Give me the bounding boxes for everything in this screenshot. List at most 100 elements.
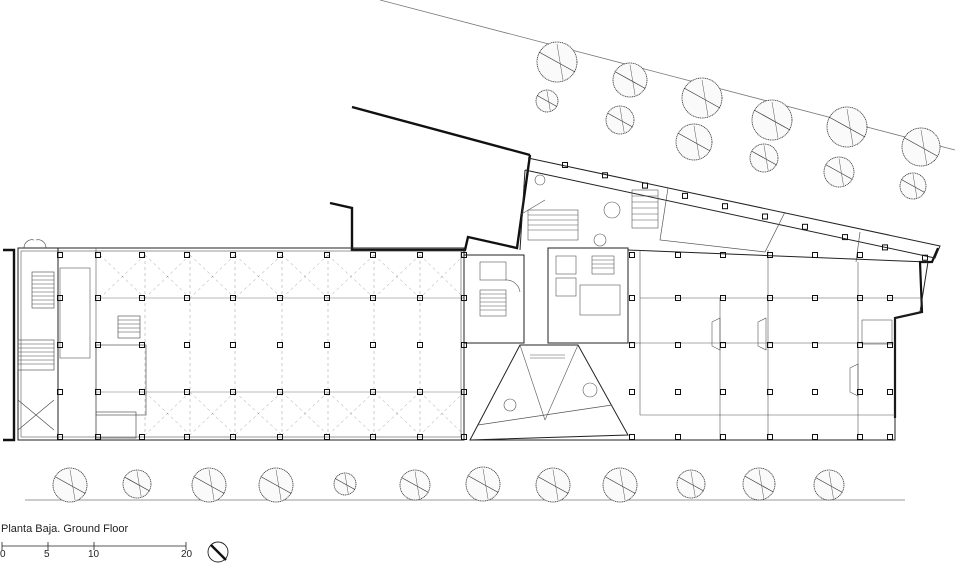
column-icon [139,434,145,440]
column-icon [95,295,101,301]
tree-icon [122,469,152,499]
column-icon [812,295,818,301]
tree-icon [52,467,88,503]
column-icon [184,434,190,440]
column-icon [922,254,928,261]
column-icon [139,252,145,258]
column-icon [95,252,101,258]
column-icon [461,252,467,258]
column-icon [230,252,236,258]
column-icon [57,252,63,258]
column-icon [370,434,376,440]
column-icon [887,434,893,440]
column-icon [324,434,330,440]
tree-icon [535,467,571,503]
column-icon [230,434,236,440]
column-icon [95,434,101,440]
tree-icon [681,77,723,119]
tree-icon [191,467,227,503]
column-icon [184,342,190,348]
central-core [463,247,629,344]
column-icon [675,434,681,440]
tree-icon [465,466,501,502]
tree-icon [676,469,706,499]
column-icon [882,244,888,251]
tree-icon [751,99,793,141]
column-icon [602,172,608,179]
tree-icon [675,123,713,161]
column-icon [184,252,190,258]
right-building [627,249,929,441]
tree-icon [823,156,855,188]
column-icon [675,295,681,301]
column-icon [95,389,101,395]
column-icon [629,342,635,348]
column-icon [277,252,283,258]
north-arrow-icon [207,541,229,563]
column-icon [762,213,768,220]
column-icon [57,389,63,395]
tree-icon [258,467,294,503]
scale-label-0: 0 [0,549,6,560]
column-icon [324,389,330,395]
column-icon [230,342,236,348]
column-icon [370,389,376,395]
column-icon [675,342,681,348]
site-boundary [329,154,532,252]
column-icon [277,389,283,395]
column-icon [417,434,423,440]
column-icon [277,434,283,440]
tree-icon [333,472,357,496]
column-icon [95,342,101,348]
column-icon [812,389,818,395]
tree-icon [536,41,578,83]
tree-icon [535,89,559,113]
column-icon [857,252,863,258]
column-icon [277,342,283,348]
entrance-lobby [469,344,629,441]
column-icon [720,342,726,348]
tree-icon [742,467,776,501]
column-icon [370,295,376,301]
upper-wing [519,157,941,263]
column-icon [767,389,773,395]
column-icon [57,434,63,440]
column-icon [857,295,863,301]
column-icon [767,295,773,301]
column-icon [57,342,63,348]
column-icon [722,203,728,210]
tree-icon [899,172,927,200]
column-icon [675,389,681,395]
column-icon [417,295,423,301]
column-icon [461,342,467,348]
column-icon [812,252,818,258]
column-icon [370,252,376,258]
column-icon [461,389,467,395]
tree-icon [605,105,635,135]
column-icon [184,389,190,395]
tree-icon [602,467,638,503]
scale-bar [1,542,187,550]
column-icon [857,434,863,440]
column-icon [887,389,893,395]
column-icon [857,342,863,348]
column-icon [682,192,688,199]
column-icon [629,252,635,258]
column-icon [184,295,190,301]
structural-grid [99,254,465,436]
tree-icon [399,469,431,501]
column-icon [857,389,863,395]
drawing-caption: Planta Baja. Ground Floor [1,523,129,535]
column-icon [230,389,236,395]
tree-icon [901,127,941,167]
column-icon [139,295,145,301]
scale-label-5: 5 [44,549,50,560]
tree-icon [612,62,648,98]
column-icon [812,342,818,348]
column-icon [370,342,376,348]
column-icon [767,434,773,440]
column-icon [812,434,818,440]
column-icon [277,295,283,301]
column-icon [461,295,467,301]
